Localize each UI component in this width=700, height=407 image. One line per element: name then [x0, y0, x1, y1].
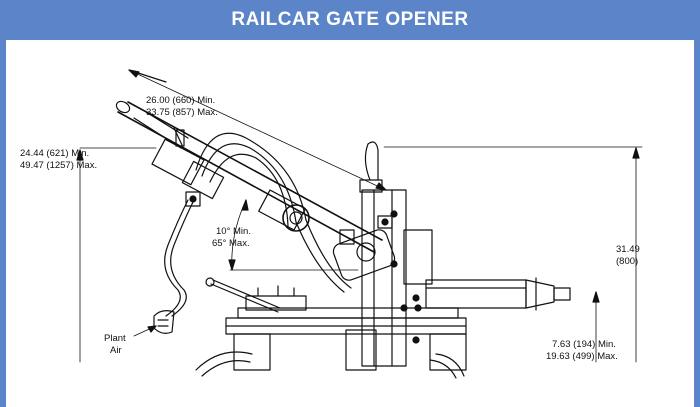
air-hose: [164, 191, 201, 317]
height-min-label: 24.44 (621) Min.: [20, 148, 89, 159]
arm-knob: [282, 204, 310, 232]
plant-air-label-2: Air: [110, 345, 122, 356]
gate-opener-drawing: 26.00 (660) Min. 33.75 (857) Max. 24.44 …: [20, 69, 643, 379]
plant-air-label-1: Plant: [104, 333, 126, 344]
operating-handle: [205, 277, 281, 313]
hoses: [195, 132, 352, 293]
arm-length-max-label: 33.75 (857) Max.: [146, 107, 218, 118]
height-max-label: 49.47 (1257) Max.: [20, 160, 97, 171]
page-title: RAILCAR GATE OPENER: [231, 9, 469, 30]
shaft-max-label: 19.63 (499) Max.: [546, 351, 618, 362]
pivot-head: [332, 215, 396, 281]
shaft-min-label: 7.63 (194) Min.: [552, 339, 616, 350]
title-bar: RAILCAR GATE OPENER: [0, 0, 700, 40]
wheels: [195, 351, 465, 379]
arm-length-min-label: 26.00 (660) Min.: [146, 95, 215, 106]
angle-max-label: 65° Max.: [212, 238, 250, 249]
right-height-value: 31.49: [616, 244, 640, 255]
arm-clamps: [151, 127, 306, 231]
shaft-dimension: [592, 291, 600, 363]
base-frame: [225, 285, 467, 371]
right-height-dimension: [383, 146, 643, 363]
right-height-metric: (800): [616, 256, 638, 267]
arm-length-dimension: [128, 69, 387, 191]
diagram-panel: 26.00 (660) Min. 33.75 (857) Max. 24.44 …: [6, 40, 694, 407]
mast: [361, 189, 433, 367]
plant-air-arrow: [147, 325, 157, 333]
drive-shaft: [425, 277, 571, 311]
upright-hook: [359, 141, 383, 193]
air-fitting: [153, 310, 175, 334]
angle-indicator: [228, 199, 359, 271]
angle-min-label: 10° Min.: [216, 226, 251, 237]
left-height-dimension: [76, 147, 157, 363]
